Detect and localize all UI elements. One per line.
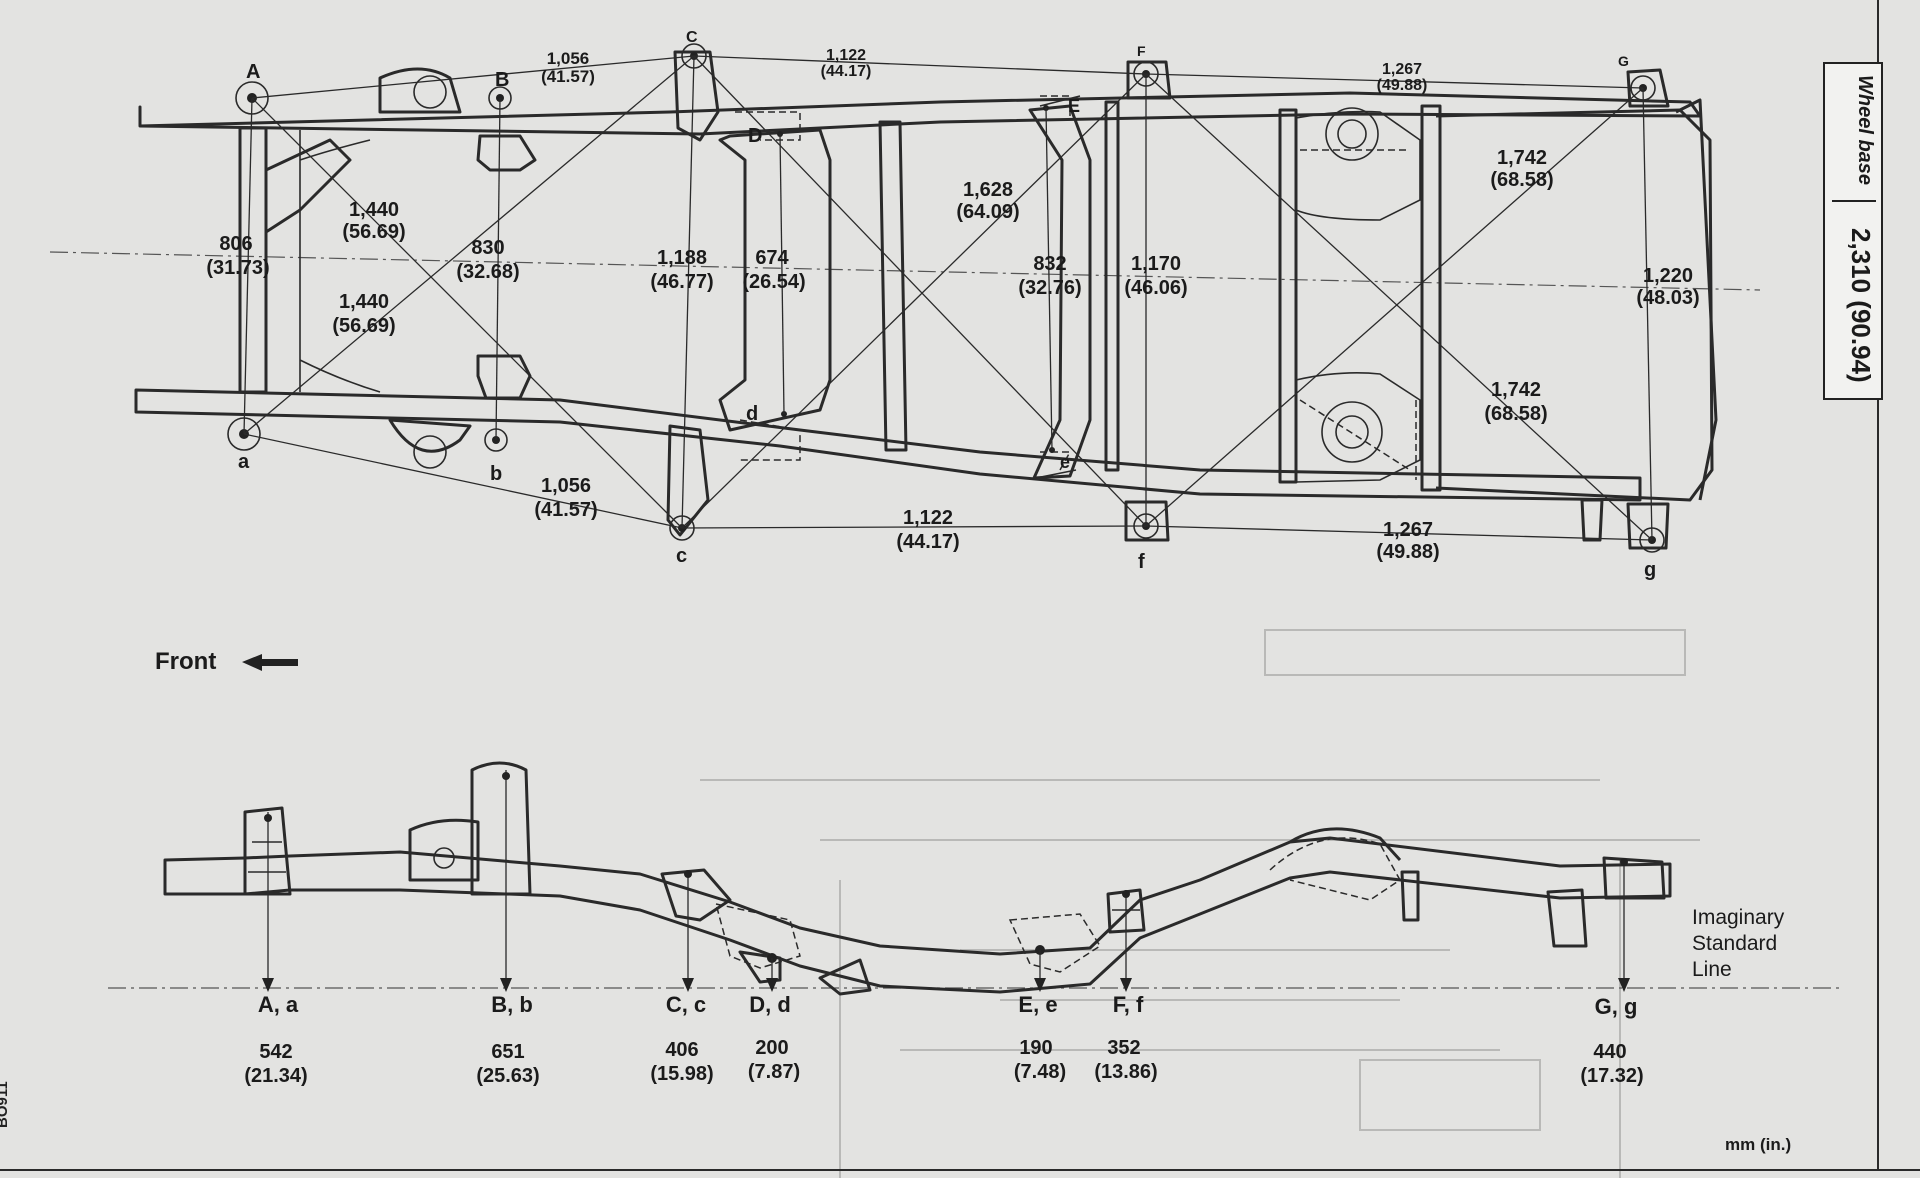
dim-Cf-mm: 1,628	[963, 179, 1013, 201]
dim-Aa-mm: 806	[219, 233, 252, 255]
frame-top-view	[49, 50, 1761, 550]
dim-Bb-mm: 830	[471, 237, 504, 259]
dim-Aa-in: (31.73)	[206, 257, 269, 279]
dim-ac-in: (41.57)	[534, 499, 597, 521]
dim-fg-in: (49.88)	[1376, 541, 1439, 563]
front-label: Front	[155, 648, 217, 675]
height-arrows-side	[262, 770, 1630, 992]
side-point-Ff: F, f	[1113, 992, 1144, 1017]
standard-line-word-1: Imaginary	[1692, 906, 1785, 929]
dim-CF-in: (44.17)	[821, 63, 872, 80]
side-point-Dd: D, d	[749, 992, 791, 1017]
side-Ee-mm: 190	[1019, 1037, 1052, 1059]
dim-Fg-in: (68.58)	[1490, 169, 1553, 191]
side-point-Ee: E, e	[1018, 992, 1057, 1017]
wheel-base-value: 2,310 (90.94)	[1832, 200, 1876, 400]
dim-fg-mm: 1,267	[1383, 519, 1433, 541]
dim-aC-mm: 1,440	[339, 291, 389, 313]
dim-Ee-mm: 832	[1033, 253, 1066, 275]
point-f: f	[1138, 551, 1145, 573]
dim-cf-in: (44.17)	[896, 531, 959, 553]
standard-line-word-2: Standard	[1692, 932, 1778, 955]
dim-AC-mm: 1,056	[547, 49, 590, 68]
dim-Gg-in: (48.03)	[1636, 287, 1699, 309]
standard-line-word-3: Line	[1692, 958, 1732, 981]
side-point-Aa: A, a	[258, 992, 299, 1017]
point-F: F	[1137, 43, 1146, 59]
side-Dd-mm: 200	[755, 1037, 788, 1059]
side-point-Bb: B, b	[491, 992, 533, 1017]
dim-CF-mm: 1,122	[826, 47, 866, 64]
side-point-Cc: C, c	[666, 992, 706, 1017]
side-Ff-mm: 352	[1107, 1037, 1140, 1059]
point-b: b	[490, 463, 502, 485]
point-A: A	[246, 61, 260, 83]
point-G: G	[1618, 53, 1629, 69]
dim-Ff-mm: 1,170	[1131, 253, 1181, 275]
point-d: d	[746, 403, 758, 425]
dim-Dd-mm: 674	[755, 247, 789, 269]
side-Cc-in: (15.98)	[650, 1063, 713, 1085]
side-Cc-mm: 406	[665, 1039, 698, 1061]
wheel-base-tab	[1823, 62, 1883, 400]
dim-FG-in: (49.88)	[1377, 77, 1428, 94]
side-Bb-in: (25.63)	[476, 1065, 539, 1087]
point-C: C	[686, 29, 698, 46]
standard-line-label: Imaginary Standard Line	[1692, 905, 1832, 983]
point-a: a	[238, 451, 250, 473]
dim-Cc-in: (46.77)	[650, 271, 713, 293]
dimension-labels-top: 806 (31.73) 830 (32.68) 1,188 (46.77) 67…	[206, 47, 1699, 563]
dim-Ac-mm: 1,440	[349, 199, 399, 221]
dim-Gg-mm: 1,220	[1643, 265, 1693, 287]
side-Gg-mm: 440	[1593, 1041, 1626, 1063]
point-D: D	[748, 125, 762, 147]
side-Gg-in: (17.32)	[1580, 1065, 1643, 1087]
dim-Cc-mm: 1,188	[657, 247, 707, 269]
bleed-through-ghost	[700, 629, 1700, 1178]
side-Bb-mm: 651	[491, 1041, 524, 1063]
measurement-lines-top	[243, 55, 1653, 541]
side-Dd-in: (7.87)	[748, 1061, 800, 1083]
dim-Ee-in: (32.76)	[1018, 277, 1081, 299]
side-Aa-mm: 542	[259, 1041, 292, 1063]
page-code: BO911	[0, 1081, 11, 1128]
point-g: g	[1644, 559, 1656, 581]
dim-AC-in: (41.57)	[541, 67, 595, 86]
wheel-base-title: Wheel base	[1854, 74, 1876, 186]
unit-note: mm (in.)	[1725, 1135, 1792, 1154]
dim-FG-mm: 1,267	[1382, 61, 1422, 78]
dim-Fg-mm: 1,742	[1497, 147, 1547, 169]
dim-Cf-in: (64.09)	[956, 201, 1019, 223]
dim-ac-mm: 1,056	[541, 475, 591, 497]
dim-Ac-in: (56.69)	[342, 221, 405, 243]
front-arrow-icon	[242, 654, 298, 671]
point-e: e	[1060, 452, 1070, 472]
point-c: c	[676, 545, 687, 567]
dim-cf-mm: 1,122	[903, 507, 953, 529]
point-B: B	[495, 69, 509, 91]
dim-fG-mm: 1,742	[1491, 379, 1541, 401]
dim-Bb-in: (32.68)	[456, 261, 519, 283]
side-view-labels: A, a 542 (21.34) B, b 651 (25.63) C, c 4…	[244, 992, 1643, 1087]
side-Aa-in: (21.34)	[244, 1065, 307, 1087]
frame-side-view	[108, 761, 1840, 996]
dim-Dd-in: (26.54)	[742, 271, 805, 293]
dim-Ff-in: (46.06)	[1124, 277, 1187, 299]
side-Ee-in: (7.48)	[1014, 1061, 1066, 1083]
side-point-Gg: G, g	[1595, 994, 1638, 1019]
point-E: E	[1068, 96, 1080, 116]
side-Ff-in: (13.86)	[1094, 1061, 1157, 1083]
point-letters-top: A B C D E F G a b c d e f g	[238, 29, 1656, 581]
dim-aC-in: (56.69)	[332, 315, 395, 337]
dim-fG-in: (68.58)	[1484, 403, 1547, 425]
